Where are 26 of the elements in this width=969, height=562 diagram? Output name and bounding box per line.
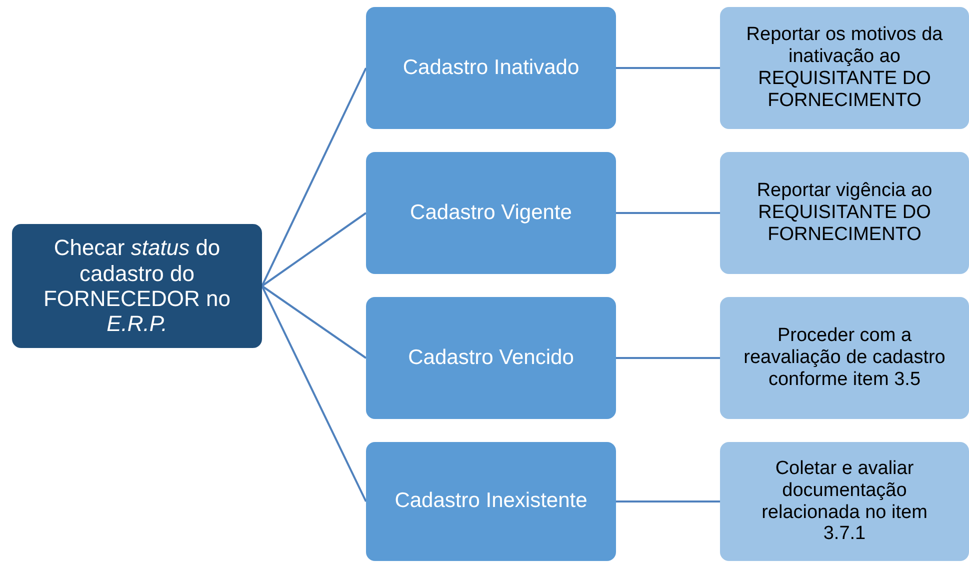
status-box <box>366 297 616 419</box>
action-box <box>720 442 969 561</box>
connector-line <box>261 285 367 359</box>
box-text: Reportar os motivos da inativação ao REQUISITANTE DO FORNECIMENTO <box>745 24 944 112</box>
box-text: Proceder com a reavaliação de cadastro conforme item 3.5 <box>742 325 946 391</box>
box-text: Cadastro Vencido <box>408 346 574 370</box>
box-text: Cadastro Vigente <box>410 200 572 226</box>
box-text: Reportar vigência ao REQUISITANTE DO FORNECIMENTO <box>756 180 934 246</box>
status-box <box>366 7 616 129</box>
connector-line <box>616 212 720 214</box>
status-box <box>366 442 616 561</box>
connector-line <box>616 67 720 69</box>
box-text: Checar status do cadastro do FORNECEDOR no E.R.P. <box>42 235 232 337</box>
box-text: Cadastro Inativado <box>402 56 580 80</box>
connector-line <box>616 500 720 502</box>
start-box <box>12 224 262 348</box>
action-box <box>720 7 969 129</box>
connector-line <box>261 212 367 287</box>
box-text: Coletar e avaliar documentação relacionada no item 3.7.1 <box>760 458 928 546</box>
connector-line <box>261 286 367 502</box>
box-text: Cadastro Inexistente <box>394 489 588 514</box>
connector-line <box>616 357 720 359</box>
action-box <box>720 152 969 274</box>
status-box <box>366 152 616 274</box>
connector-line <box>261 68 367 286</box>
action-box <box>720 297 969 419</box>
